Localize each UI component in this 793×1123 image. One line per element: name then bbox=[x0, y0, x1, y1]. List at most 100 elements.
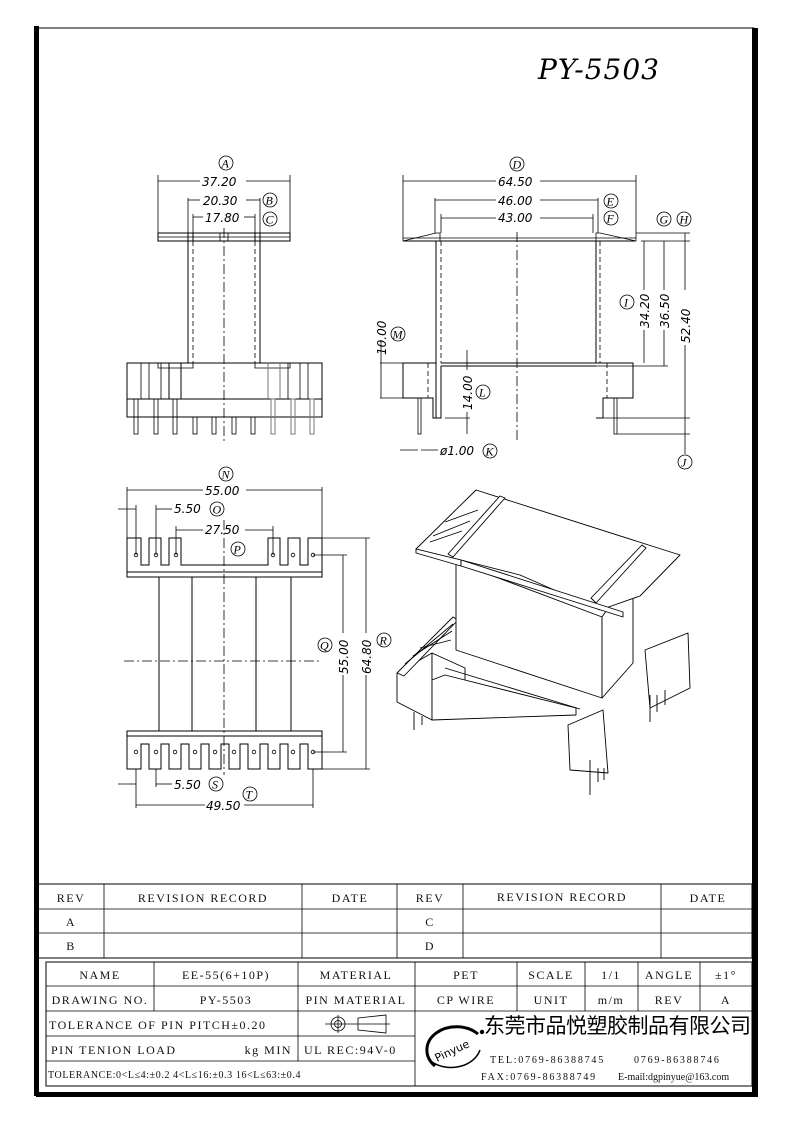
balloon-m-label: M bbox=[392, 328, 404, 342]
dim-l-value: 14.00 bbox=[461, 375, 475, 410]
balloon-n-label: N bbox=[221, 468, 231, 482]
pin-material-value: CP WIRE bbox=[437, 993, 495, 1007]
dim-m-value: 10.00 bbox=[375, 320, 389, 355]
balloon-r-label: R bbox=[379, 634, 388, 648]
drawing-title: PY-5503 bbox=[537, 53, 660, 86]
balloon-n bbox=[218, 466, 234, 482]
balloon-j bbox=[677, 454, 693, 470]
rev-row-d: D bbox=[425, 939, 435, 953]
company-tel: TEL:0769-86388745 bbox=[490, 1055, 605, 1066]
pin-tension-unit: kg MIN bbox=[245, 1043, 292, 1057]
balloon-j-label: J bbox=[681, 456, 687, 470]
name-label: NAME bbox=[79, 968, 120, 982]
unit-value: m/m bbox=[598, 993, 625, 1007]
frame-bottom-edge bbox=[36, 1092, 758, 1097]
balloon-p-label: P bbox=[233, 543, 242, 557]
rev-header-1: REV bbox=[57, 891, 86, 905]
balloon-l-label: L bbox=[478, 386, 486, 400]
dim-52-value: 52.40 bbox=[679, 308, 693, 343]
balloon-e-label: E bbox=[606, 195, 615, 209]
company-fax: FAX:0769-86388749 bbox=[481, 1072, 597, 1083]
ul-rec: UL REC:94V-0 bbox=[304, 1043, 397, 1057]
balloon-d bbox=[509, 156, 525, 172]
drawing-no-value: PY-5503 bbox=[200, 993, 253, 1007]
dim-c-value: 17.80 bbox=[205, 211, 240, 225]
balloon-o bbox=[209, 501, 225, 517]
date-header-1: DATE bbox=[332, 891, 369, 905]
rev-header-2: REV bbox=[416, 891, 445, 905]
balloon-t-label: T bbox=[246, 788, 254, 802]
dim-d-value: 64.50 bbox=[498, 175, 533, 189]
dim-o-value: 5.50 bbox=[174, 502, 201, 516]
dim-p-value: 27.50 bbox=[205, 523, 240, 537]
balloon-o-label: O bbox=[213, 503, 222, 517]
rev-label: REV bbox=[655, 993, 684, 1007]
balloon-h bbox=[676, 211, 692, 227]
front-view bbox=[126, 175, 323, 443]
balloon-s-label: S bbox=[212, 778, 218, 792]
projection-symbol-icon bbox=[325, 1014, 390, 1034]
balloon-s bbox=[208, 776, 224, 792]
dim-k-value: ø1.00 bbox=[439, 444, 474, 458]
material-value: PET bbox=[453, 968, 479, 982]
dim-b-value: 20.30 bbox=[203, 194, 238, 208]
balloon-f-label: F bbox=[606, 212, 615, 226]
dim-n-value: 55.00 bbox=[205, 484, 240, 498]
balloon-c bbox=[262, 211, 278, 227]
rev-row-b: B bbox=[66, 939, 76, 953]
dim-a-value: 37.20 bbox=[202, 175, 237, 189]
balloon-m bbox=[390, 326, 406, 342]
balloon-h-label: H bbox=[679, 213, 690, 227]
rev-row-a: A bbox=[66, 915, 76, 929]
balloon-e bbox=[603, 193, 619, 209]
balloon-l bbox=[475, 384, 491, 400]
angle-label: ANGLE bbox=[645, 968, 693, 982]
balloon-b-label: B bbox=[266, 194, 274, 208]
balloon-c-label: C bbox=[266, 213, 275, 227]
scale-label: SCALE bbox=[528, 968, 574, 982]
isometric-view bbox=[396, 489, 691, 795]
company-email: E-mail:dgpinyue@163.com bbox=[618, 1072, 729, 1083]
dim-r-value: 64.80 bbox=[360, 639, 374, 674]
frame-right-edge bbox=[752, 28, 758, 1096]
balloon-g-label: G bbox=[660, 213, 669, 227]
unit-label: UNIT bbox=[534, 993, 569, 1007]
balloon-k bbox=[482, 443, 498, 459]
balloon-k-label: K bbox=[485, 445, 495, 459]
balloon-i bbox=[619, 294, 635, 310]
balloon-g bbox=[656, 211, 672, 227]
dim-q-value: 55.00 bbox=[337, 639, 351, 674]
rev-value: A bbox=[721, 993, 731, 1007]
bottom-view bbox=[118, 487, 370, 808]
name-value: EE-55(6+10P) bbox=[182, 968, 270, 982]
balloon-p bbox=[230, 541, 246, 557]
title-block bbox=[45, 961, 753, 1087]
revision-table bbox=[37, 883, 753, 959]
balloon-d-label: D bbox=[512, 158, 522, 172]
dim-t-value: 49.50 bbox=[206, 799, 241, 813]
balloon-a bbox=[218, 155, 234, 171]
balloon-i-label: I bbox=[623, 296, 629, 310]
company-name: 东莞市品悦塑胶制品有限公司 bbox=[484, 1014, 751, 1038]
dim-i-value: 34.20 bbox=[638, 293, 652, 328]
general-tolerance: TOLERANCE:0<L≤4:±0.2 4<L≤16:±0.3 16<L≤63… bbox=[48, 1070, 301, 1081]
balloon-r bbox=[376, 632, 392, 648]
angle-value: ±1° bbox=[715, 968, 737, 982]
revision-record-header-1: REVISION RECORD bbox=[138, 891, 268, 905]
scale-value: 1/1 bbox=[601, 968, 621, 982]
date-header-2: DATE bbox=[690, 891, 727, 905]
revision-record-header-2: REVISION RECORD bbox=[497, 890, 627, 904]
balloon-f bbox=[603, 210, 619, 226]
rev-row-c: C bbox=[425, 915, 435, 929]
balloon-a-label: A bbox=[221, 157, 230, 171]
company-tel-2: 0769-86388746 bbox=[634, 1055, 721, 1066]
balloon-b bbox=[262, 192, 278, 208]
frame-left-edge bbox=[34, 26, 39, 1096]
pin-pitch-tolerance: TOLERANCE OF PIN PITCH±0.20 bbox=[49, 1018, 267, 1032]
pin-material-label: PIN MATERIAL bbox=[306, 993, 407, 1007]
balloon-t bbox=[242, 786, 258, 802]
dim-s-value: 5.50 bbox=[174, 778, 201, 792]
balloon-q-label: Q bbox=[320, 639, 329, 653]
balloon-q bbox=[317, 637, 333, 653]
